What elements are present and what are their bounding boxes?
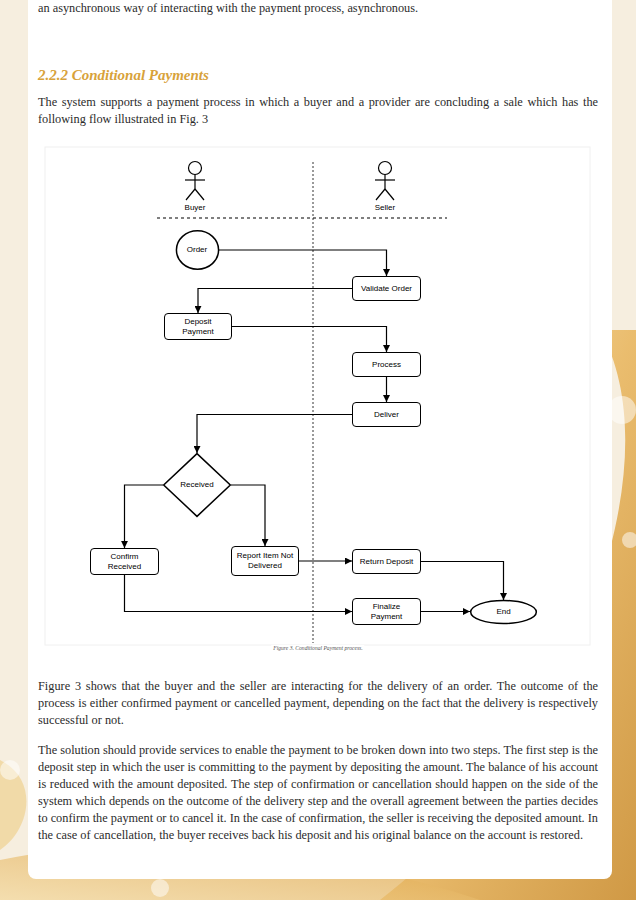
actor-label: Buyer: [175, 203, 215, 212]
bokeh-dot: [0, 760, 20, 780]
actor-arms: [185, 179, 205, 180]
flow-arrow: [421, 562, 504, 601]
body-text: Figure 3 shows that the buyer and the se…: [38, 678, 598, 729]
flow-arrow: [198, 289, 352, 313]
bokeh-dot: [622, 532, 636, 548]
gold-swirl: [0, 760, 26, 850]
buyer-actor: [185, 162, 205, 201]
node-text: Process: [372, 360, 401, 370]
actor-leg: [376, 189, 385, 200]
node-text: Finalize Payment: [357, 602, 416, 621]
swimlane-divider: [313, 162, 314, 643]
body-text: an asynchronous way of interacting with …: [38, 0, 598, 17]
actor-leg: [385, 189, 394, 200]
actor-label: Seller: [365, 203, 405, 212]
seller-actor: [375, 162, 395, 201]
white-panel: [28, 0, 612, 879]
process-box: Return Deposit: [352, 549, 421, 574]
figure-caption: Figure 3. Conditional Payment process.: [271, 645, 364, 651]
actor-body: [384, 175, 385, 190]
process-box: Finalize Payment: [352, 598, 421, 625]
end-node: End: [470, 600, 537, 624]
actor-leg: [186, 189, 195, 200]
actor-head: [379, 162, 392, 175]
bokeh-dot: [608, 396, 636, 424]
process-box: Deposit Payment: [164, 313, 232, 340]
node-text: Order: [187, 245, 207, 255]
body-text: The system supports a payment process in…: [38, 94, 598, 128]
ellipse-shape: [176, 231, 218, 269]
node-text: Deliver: [374, 410, 399, 420]
process-box: Deliver: [352, 402, 421, 427]
process-box: Process: [352, 352, 421, 377]
bokeh-dot: [151, 879, 169, 897]
ellipse-shape: [471, 600, 537, 623]
actor-arms: [375, 179, 395, 180]
flow-arrow: [299, 560, 352, 561]
node-text: Return Deposit: [360, 557, 413, 567]
actor-head: [189, 162, 202, 175]
section-heading: 2.2.2 Conditional Payments: [38, 67, 209, 84]
actor-leg: [195, 189, 204, 200]
process-box: Report Item Not Delivered: [231, 546, 299, 576]
flow-arrow: [232, 327, 387, 353]
figure-area: [45, 147, 590, 645]
node-text: Confirm Received: [95, 552, 154, 571]
node-text: End: [496, 607, 510, 617]
flow-arrow: [125, 575, 353, 611]
node-text: Received: [180, 480, 213, 490]
flow-arrow: [421, 611, 470, 612]
decision-diamond: Received: [163, 453, 231, 517]
flow-arrow: [125, 485, 164, 548]
flow-arrow: [386, 377, 387, 402]
actor-body: [194, 175, 195, 190]
node-text: Validate Order: [361, 284, 412, 294]
lane-header-line: [157, 217, 447, 218]
node-text: Deposit Payment: [169, 317, 227, 336]
flow-arrow: [219, 250, 387, 276]
start-node: Order: [176, 230, 219, 270]
node-text: Report Item Not Delivered: [236, 551, 294, 570]
body-text: The solution should provide services to …: [38, 742, 598, 844]
flow-arrow: [231, 485, 265, 546]
process-box: Confirm Received: [90, 548, 159, 575]
diamond-shape: [164, 454, 231, 517]
process-box: Validate Order: [352, 276, 421, 301]
flow-arrow: [197, 415, 352, 454]
